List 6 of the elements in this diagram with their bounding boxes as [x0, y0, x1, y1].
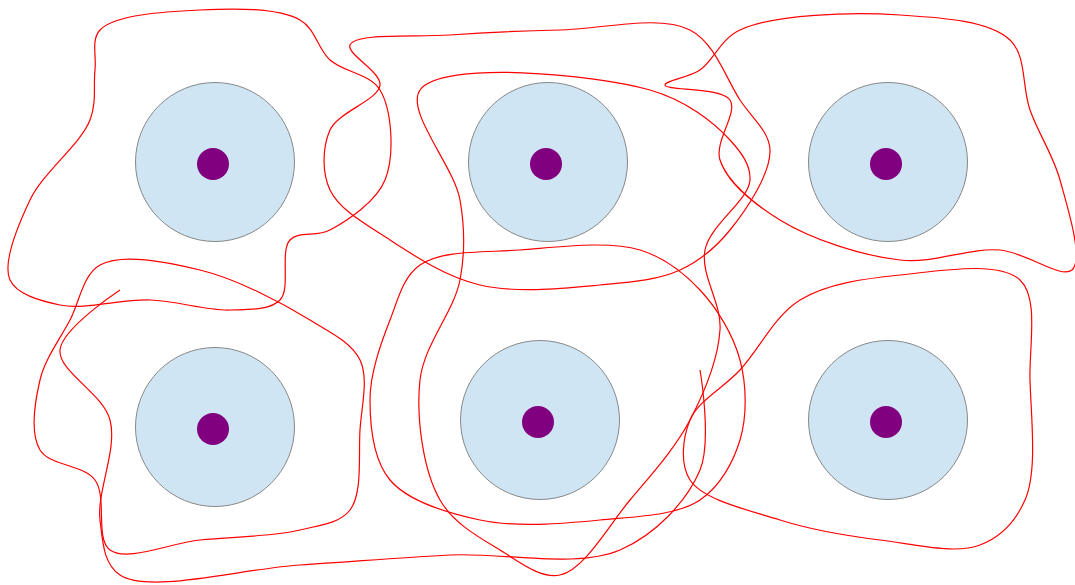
nucleus-circle — [870, 148, 902, 180]
nucleus-circle — [197, 413, 229, 445]
nucleus-circle — [530, 148, 562, 180]
nucleus-circle — [197, 148, 229, 180]
nucleus-circle — [870, 406, 902, 438]
nucleus-circle — [522, 406, 554, 438]
